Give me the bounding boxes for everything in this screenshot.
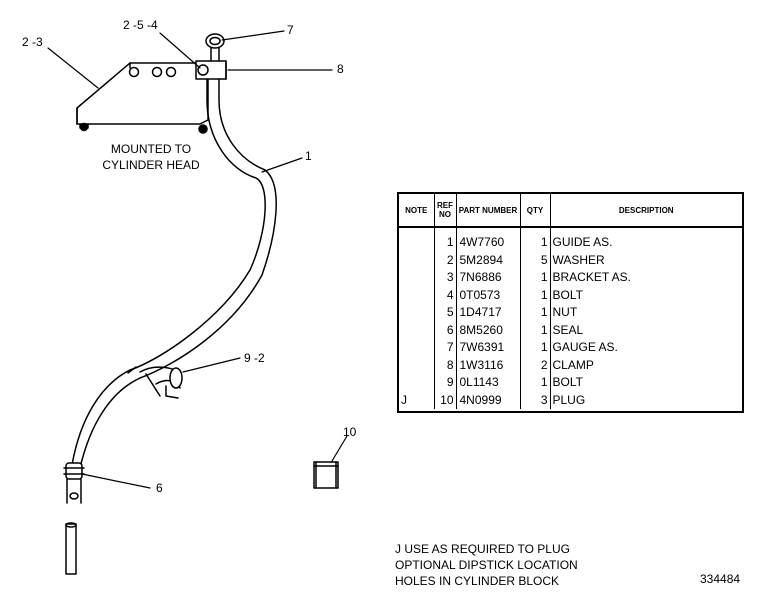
note-cell bbox=[399, 374, 435, 392]
plug bbox=[313, 461, 339, 489]
callout-10: 10 bbox=[343, 425, 357, 439]
part-number-cell: 1D4717 bbox=[456, 304, 521, 322]
qty-cell: 1 bbox=[520, 321, 551, 339]
table-header-row: NOTE REF NO PART NUMBER QTY DESCRIPTION bbox=[399, 194, 742, 228]
note-cell bbox=[399, 269, 435, 287]
ref-cell: 4 bbox=[434, 286, 457, 304]
description-cell: NUT bbox=[552, 305, 578, 320]
illustration-number: 334484 bbox=[700, 572, 741, 586]
note-cell bbox=[399, 286, 435, 304]
parts-list-table: NOTE REF NO PART NUMBER QTY DESCRIPTION … bbox=[397, 192, 744, 413]
gauge-rod bbox=[65, 522, 77, 575]
callout-2-5-4: 2 -5 -4 bbox=[123, 18, 158, 32]
ref-cell: 9 bbox=[434, 374, 457, 392]
callout-1: 1 bbox=[305, 149, 312, 163]
part-number-cell: 8M5260 bbox=[456, 321, 521, 339]
seal bbox=[63, 462, 85, 504]
note-cell bbox=[399, 251, 435, 269]
description-cell: BOLT bbox=[552, 375, 583, 390]
bracket-plate bbox=[76, 62, 209, 134]
header-description: DESCRIPTION bbox=[550, 194, 742, 228]
mounting-note-line-1: MOUNTED TO bbox=[110, 142, 192, 156]
callout-2-3: 2 -3 bbox=[22, 35, 43, 49]
qty-cell: 2 bbox=[520, 356, 551, 374]
footnote-line-2: OPTIONAL DIPSTICK LOCATION bbox=[395, 558, 578, 572]
description-cell: BOLT bbox=[552, 287, 583, 302]
header-qty: QTY bbox=[520, 194, 551, 228]
part-number-cell: 1W3116 bbox=[456, 356, 521, 374]
ref-cell: 1 bbox=[434, 227, 457, 252]
clamp bbox=[195, 60, 227, 80]
leader-lines bbox=[47, 30, 348, 489]
gauge-handle bbox=[205, 33, 225, 62]
ref-cell: 2 bbox=[434, 251, 457, 269]
note-cell: J bbox=[399, 391, 435, 409]
mounting-note-line-2: CYLINDER HEAD bbox=[102, 158, 200, 172]
qty-cell: 1 bbox=[520, 339, 551, 357]
part-number-cell: 7N6886 bbox=[456, 269, 521, 287]
description-cell: GAUGE AS. bbox=[552, 340, 618, 355]
mounting-note: MOUNTED TO CYLINDER HEAD bbox=[96, 141, 206, 173]
ref-cell: 8 bbox=[434, 356, 457, 374]
note-cell bbox=[399, 321, 435, 339]
part-number-cell: 5M2894 bbox=[456, 251, 521, 269]
callout-9-2: 9 -2 bbox=[244, 351, 265, 365]
qty-cell: 1 bbox=[520, 269, 551, 287]
header-ref: REF NO bbox=[434, 194, 457, 228]
callout-6: 6 bbox=[156, 481, 163, 495]
footnote-line-1: J USE AS REQUIRED TO PLUG bbox=[395, 542, 570, 556]
description-cell: GUIDE AS. bbox=[552, 235, 613, 250]
note-cell bbox=[399, 304, 435, 322]
qty-cell: 1 bbox=[520, 286, 551, 304]
ref-cell: 6 bbox=[434, 321, 457, 339]
part-number-cell: 4N0999 bbox=[456, 391, 521, 409]
qty-cell: 1 bbox=[520, 374, 551, 392]
note-cell bbox=[399, 227, 435, 252]
description-cell: SEAL bbox=[552, 322, 584, 337]
ref-cell: 3 bbox=[434, 269, 457, 287]
description-cell: WASHER bbox=[552, 252, 605, 267]
description-cell: CLAMP bbox=[552, 357, 594, 372]
description-cell: BRACKET AS. bbox=[552, 270, 631, 285]
part-number-cell: 0T0573 bbox=[456, 286, 521, 304]
part-number-cell: 7W6391 bbox=[456, 339, 521, 357]
header-note: NOTE bbox=[399, 194, 435, 228]
qty-cell: 1 bbox=[520, 304, 551, 322]
footnote-line-3: HOLES IN CYLINDER BLOCK bbox=[395, 574, 560, 588]
ref-cell: 5 bbox=[434, 304, 457, 322]
note-cell bbox=[399, 339, 435, 357]
footnote: J USE AS REQUIRED TO PLUG OPTIONAL DIPST… bbox=[395, 541, 578, 589]
description-cell: PLUG bbox=[552, 392, 586, 407]
qty-cell: 1 bbox=[520, 227, 551, 252]
note-cell bbox=[399, 356, 435, 374]
qty-cell: 3 bbox=[520, 391, 551, 409]
tube-clamp bbox=[127, 366, 183, 399]
ref-cell: 7 bbox=[434, 339, 457, 357]
ref-cell: 10 bbox=[434, 391, 457, 409]
header-part-number: PART NUMBER bbox=[456, 194, 521, 228]
part-number-cell: 0L1143 bbox=[456, 374, 521, 392]
part-number-cell: 4W7760 bbox=[456, 227, 521, 252]
callout-7: 7 bbox=[287, 23, 294, 37]
qty-cell: 5 bbox=[520, 251, 551, 269]
guide-tube bbox=[71, 78, 277, 469]
callout-8: 8 bbox=[337, 62, 344, 76]
